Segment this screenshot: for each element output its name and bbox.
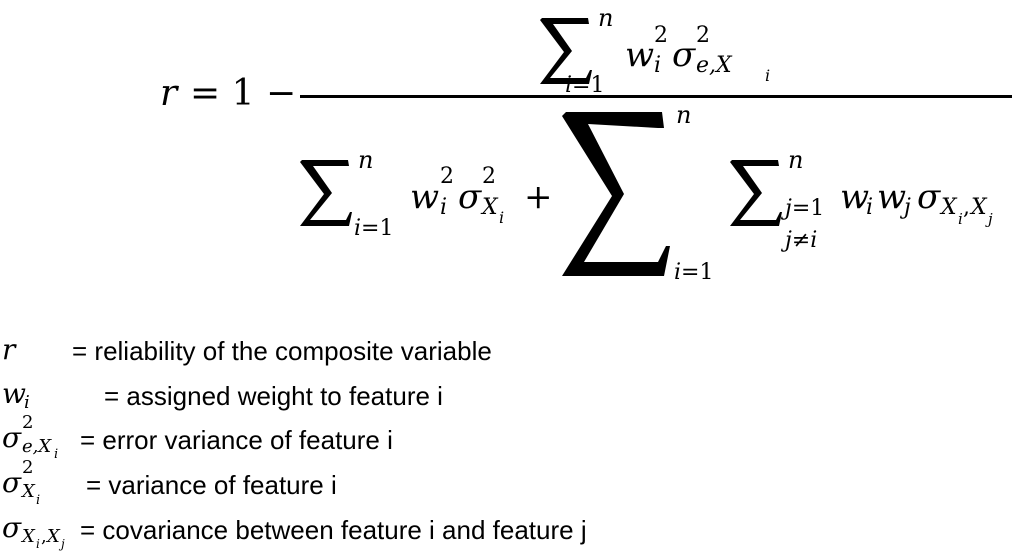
denominator-sum3-symbol	[730, 160, 782, 226]
denominator-big-sum-lower: i=1	[674, 260, 714, 285]
legend-definition-r: = reliability of the composite variable	[72, 336, 492, 366]
fraction-bar	[300, 95, 1012, 98]
legend-symbol-sigma: σ	[2, 466, 22, 499]
numerator-sigma-sub-eX: e,X	[696, 53, 732, 78]
denominator-sigma: σ	[458, 177, 482, 217]
denominator-sum3-upper: n	[788, 146, 804, 174]
numerator-sum-lower: i=1	[565, 73, 605, 98]
denominator-sum1-symbol	[300, 160, 352, 226]
idx-i: i	[354, 216, 362, 241]
legend-definition-variance: = variance of feature i	[86, 470, 337, 500]
denominator-sum3-lower: j=1	[785, 196, 825, 221]
numerator-sigma-exp: 2	[696, 23, 710, 48]
legend-symbol-sigma-e: σ	[2, 421, 22, 454]
denominator-sigma-cov-Xi: X	[941, 195, 957, 220]
legend-symbol-sigma-e-sub: e,X	[22, 436, 52, 457]
legend-symbol-sigma-cov-j: j	[61, 537, 65, 551]
legend-symbol-sigma-sub: X	[22, 481, 35, 502]
legend-symbol-sigma-cov: σ	[2, 511, 22, 544]
denominator-sigma-cov-j: j	[988, 210, 993, 228]
numerator-sigma-sub-i: i	[765, 66, 771, 85]
legend-symbol-sigma-cov-Xi: X	[22, 526, 35, 547]
formula-lhs-r: r	[160, 73, 178, 114]
denominator-sigma-exp: 2	[482, 164, 496, 189]
numerator-w: w	[625, 35, 655, 75]
denominator-w-exp: 2	[440, 164, 454, 189]
denominator-sigma-sub-i: i	[499, 208, 505, 227]
denominator-w-sub: i	[440, 195, 448, 220]
denominator-big-sum-symbol	[562, 112, 670, 276]
idx-i: i	[674, 260, 682, 285]
denominator-wi: w	[840, 177, 870, 217]
legend-symbol-sigma-e-exp: 2	[22, 412, 34, 433]
denominator-sigma-cov-i: i	[958, 210, 963, 228]
legend-symbol-r: r	[2, 333, 16, 366]
legend-symbol-w-sub: i	[24, 392, 30, 413]
formula-equals-one-minus: = 1 −	[190, 73, 297, 114]
legend-symbol-sigma-cov-comma: ,	[41, 526, 47, 547]
denominator-sigma-cov-Xj: X	[971, 195, 987, 220]
denominator-w: w	[410, 177, 440, 217]
denominator-sigma-cov-comma: ,	[963, 195, 970, 220]
denominator-sum1-upper: n	[358, 146, 374, 174]
legend-definition-error-variance: = error variance of feature i	[80, 425, 393, 455]
denominator-sigma-sub-X: X	[482, 195, 498, 220]
legend-symbol-sigma-e-sub-i: i	[54, 447, 59, 462]
numerator-sum-symbol	[540, 18, 592, 84]
denominator-sum3-condition: j≠i	[785, 228, 818, 253]
denominator-wi-sub: i	[866, 195, 874, 220]
numerator-sigma: σ	[672, 35, 696, 75]
denominator-wj-sub: j	[904, 195, 911, 220]
denominator-wj: w	[877, 177, 907, 217]
legend-symbol-sigma-cov-Xj: X	[47, 526, 60, 547]
legend-definition-covariance: = covariance between feature i and featu…	[80, 515, 587, 545]
legend-definition-w: = assigned weight to feature i	[104, 381, 443, 411]
legend-symbol-w: w	[2, 377, 26, 410]
legend-symbol-sigma-cov-i: i	[36, 537, 40, 551]
denominator-big-sum-upper: n	[676, 101, 692, 129]
idx-i: i	[565, 73, 573, 98]
idx-j: j	[785, 196, 792, 221]
numerator-sum-upper: n	[598, 4, 614, 32]
legend-symbol-sigma-exp: 2	[22, 457, 34, 478]
denominator-plus: +	[524, 177, 553, 217]
denominator-sum1-lower: i=1	[354, 216, 394, 241]
numerator-w-sub: i	[654, 53, 662, 78]
numerator-w-exp: 2	[654, 23, 668, 48]
denominator-sigma-cov: σ	[917, 177, 941, 217]
legend-symbol-sigma-sub-i: i	[36, 493, 41, 508]
